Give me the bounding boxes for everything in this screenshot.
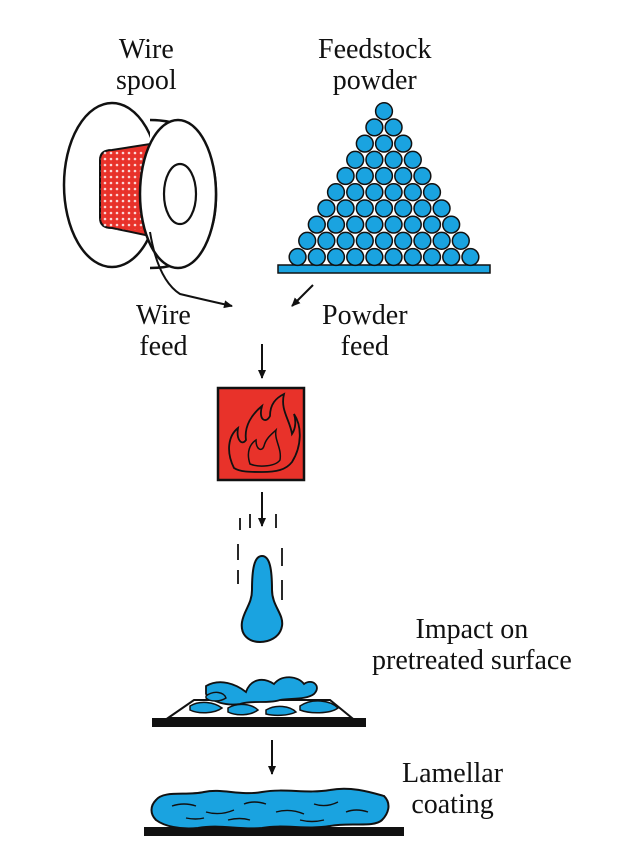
powder-feed-arrow xyxy=(291,284,314,307)
powder-particle xyxy=(394,166,413,186)
powder-particle xyxy=(384,183,403,202)
powder-particle xyxy=(326,215,346,234)
molten-droplet-icon xyxy=(240,554,284,644)
powder-particle xyxy=(307,215,326,234)
powder-particle xyxy=(317,231,336,250)
powder-particle xyxy=(307,247,326,267)
powder-feed-label-line2: feed xyxy=(340,331,389,362)
wire-spool-label: Wire spool xyxy=(116,34,177,96)
powder-particle xyxy=(394,134,413,153)
powder-particle xyxy=(374,102,394,121)
powder-particle xyxy=(442,215,461,234)
powder-particle xyxy=(403,150,422,169)
motion-lines xyxy=(237,514,283,600)
powder-particle xyxy=(355,199,374,218)
powder-particle xyxy=(336,199,355,218)
powder-particle xyxy=(346,150,365,169)
powder-particle xyxy=(365,118,384,137)
powder-particle xyxy=(403,247,422,267)
powder-particle xyxy=(374,199,394,218)
powder-feed-label: Powder feed xyxy=(322,300,408,362)
powder-particle xyxy=(374,166,394,186)
powder-particle xyxy=(432,231,451,250)
powder-particle xyxy=(403,215,422,234)
impact-label-line1: Impact on xyxy=(415,614,529,645)
powder-particle xyxy=(394,199,413,218)
powder-particle xyxy=(422,247,442,267)
powder-particle xyxy=(422,215,442,234)
lamellar-coating-label: Lamellar coating xyxy=(402,758,503,820)
wire-feed-label-line2: feed xyxy=(139,331,188,362)
powder-particle xyxy=(451,231,470,250)
powder-particle xyxy=(461,247,480,267)
feedstock-powder-label-line1: Feedstock xyxy=(318,34,432,65)
impact-label-line2: pretreated surface xyxy=(372,645,572,676)
powder-particle xyxy=(432,199,451,218)
wire-feed-label-line1: Wire xyxy=(136,300,191,331)
powder-particle xyxy=(346,183,365,202)
powder-particle xyxy=(336,231,355,250)
powder-particle xyxy=(394,231,413,250)
powder-particle xyxy=(442,247,461,267)
powder-particle xyxy=(365,247,384,267)
lamellar-coating-icon xyxy=(144,787,404,836)
lamellar-coating-label-line2: coating xyxy=(411,789,494,820)
powder-pile-icon xyxy=(277,102,491,274)
powder-particle xyxy=(298,231,317,250)
powder-particle xyxy=(355,134,374,153)
powder-particle xyxy=(384,247,403,267)
powder-particle xyxy=(365,215,384,234)
powder-particle xyxy=(374,134,394,153)
splat-impact-icon xyxy=(152,676,366,727)
powder-particle xyxy=(326,247,346,267)
powder-particle xyxy=(365,183,384,202)
powder-particle xyxy=(336,166,355,186)
powder-particle xyxy=(355,166,374,186)
impact-label: Impact on pretreated surface xyxy=(372,614,572,676)
powder-particle xyxy=(384,118,403,137)
wire-spool-label-line2: spool xyxy=(116,65,177,96)
powder-particle xyxy=(422,183,442,202)
powder-feed-label-line1: Powder xyxy=(322,300,408,331)
powder-particle xyxy=(413,166,432,186)
powder-particle xyxy=(355,231,374,250)
powder-particle xyxy=(384,150,403,169)
powder-particle xyxy=(403,183,422,202)
flame-icon xyxy=(216,386,306,482)
powder-particle xyxy=(346,215,365,234)
wire-spool-icon xyxy=(62,101,233,309)
powder-particle xyxy=(384,215,403,234)
feedstock-powder-label-line2: powder xyxy=(332,65,417,96)
powder-particle xyxy=(413,231,432,250)
lamellar-coating-label-line1: Lamellar xyxy=(402,758,504,789)
wire-feed-label: Wire feed xyxy=(136,300,191,362)
powder-particle xyxy=(374,231,394,250)
powder-particle xyxy=(288,247,307,267)
powder-particle xyxy=(317,199,336,218)
powder-particle xyxy=(326,183,346,202)
powder-particle xyxy=(365,150,384,169)
powder-particle xyxy=(346,247,365,267)
wire-spool-label-line1: Wire xyxy=(118,34,174,65)
powder-particle xyxy=(413,199,432,218)
feedstock-powder-label: Feedstock powder xyxy=(318,34,432,96)
